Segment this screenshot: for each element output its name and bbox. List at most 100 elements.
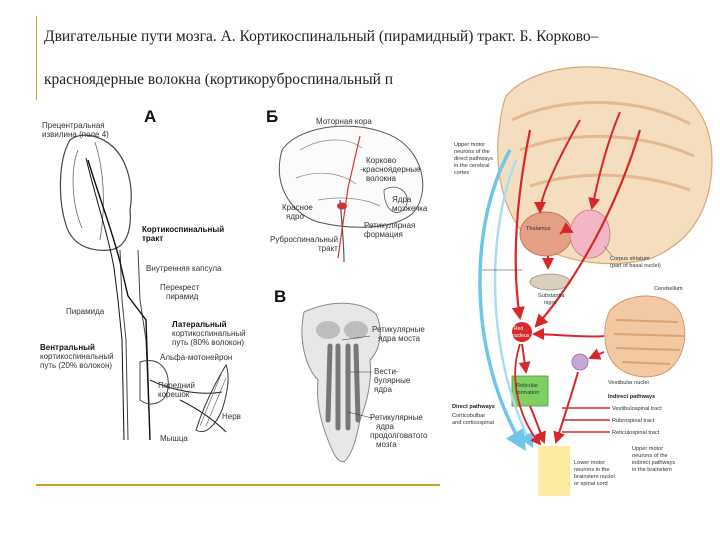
slide-title-line2: красноядерные волокна (кортикоруброспина… — [44, 71, 394, 88]
cerebellum-b — [383, 186, 408, 213]
muscle-fibers — [199, 371, 227, 427]
label-nuclei-b-2: мозжечка — [392, 204, 428, 213]
label-vestibular-3: ядра — [374, 385, 392, 394]
brainstem-tracts — [325, 343, 361, 431]
label-precentral-2: извилина (поле 4) — [42, 130, 109, 139]
label-red-nucleus-2: ядро — [286, 212, 304, 221]
label-muscle: Мышца — [160, 434, 188, 443]
label-cerebellum: Cerebellum — [654, 286, 683, 292]
label-decussation-1: Перекрест — [160, 283, 199, 292]
label-precentral-1: Прецентральная — [42, 121, 105, 130]
panel-v-letter: В — [274, 287, 286, 306]
label-motor-cortex: Моторная кора — [316, 117, 372, 126]
label-indirect-title: Indirect pathways — [608, 394, 655, 400]
label-anterior-horn-2: корешок — [158, 390, 190, 399]
label-internal-capsule: Внутренняя капсула — [146, 264, 222, 273]
label-reticular-pons-1: Ретикулярные — [372, 325, 425, 334]
hemisphere-outline — [59, 134, 132, 251]
vestibular-nuclei-shape — [571, 353, 589, 371]
label-cortico-1: Корково — [366, 156, 397, 165]
nerve-line — [179, 399, 227, 433]
label-umn-ind-3: indirect pathways — [632, 460, 675, 466]
label-red-nucleus-1: Красное — [282, 203, 313, 212]
label-indirect-1: Vestibulospinal tract — [612, 406, 662, 412]
arrow-striatum-thalamus — [559, 222, 574, 235]
leader-striatum — [603, 245, 613, 257]
panel-a-corticospinal: А Прецентральная извилина (поле 4) Корти… — [40, 107, 246, 443]
label-umn-ind-1: Upper motor — [632, 446, 663, 452]
label-reticular-med-2: ядра — [376, 422, 394, 431]
label-vestibular-1: Вести- — [374, 367, 399, 376]
corpus-striatum-shape — [569, 209, 611, 259]
arrow-cortex-red-nucleus — [511, 129, 532, 321]
cerebellum-folia — [613, 319, 685, 365]
label-red-1: Red — [514, 326, 523, 332]
panel-v-brainstem: В Ретикулярные ядра моста Вести- булярны… — [274, 287, 428, 463]
label-direct-title: Direct pathways — [452, 404, 495, 410]
arrow-red-lmn — [514, 343, 542, 446]
label-cortico-2: -красноядерные — [360, 165, 421, 174]
label-reticular-1: Reticular — [516, 383, 538, 389]
spinal-segment — [139, 360, 169, 405]
ventral-tract-line — [85, 157, 125, 441]
red-nucleus-shape — [512, 322, 532, 342]
label-reticular-b-2: формация — [364, 230, 403, 239]
red-nucleus-b — [337, 202, 347, 210]
label-indirect-3: Reticulospinal tract — [612, 430, 660, 436]
label-lmn-1: Lower motor — [574, 460, 605, 466]
panel-b-letter: Б — [266, 107, 278, 126]
label-lmn-3: brainstem nuclei — [574, 474, 615, 480]
label-red-2: nucleus — [512, 333, 530, 339]
label-corticospinal-2: тракт — [142, 234, 163, 243]
label-ventral-3: путь (20% волокон) — [40, 361, 112, 370]
label-rubrospinal-2: тракт — [318, 244, 338, 253]
lower-motor-neurons-shape — [538, 446, 570, 496]
frame-line-top — [36, 16, 37, 100]
label-rubrospinal-1: Руброспинальный — [270, 235, 338, 244]
label-reticular-med-3: продолговатого — [370, 431, 428, 440]
panel-b-corticorubral: Б Моторная кора Корково -красноядерные в… — [266, 107, 428, 263]
label-direct-2: and corticospinal — [452, 420, 494, 426]
label-reticular-2: formation — [516, 390, 539, 396]
label-nerve: Нерв — [222, 412, 241, 421]
label-umn-3: direct pathways — [454, 156, 493, 162]
label-reticular-pons-2: ядра моста — [378, 334, 421, 343]
label-direct-1: Corticobulbar — [452, 413, 485, 419]
label-cortico-3: волокна — [366, 174, 397, 183]
label-pyramid: Пирамида — [66, 307, 105, 316]
label-lmn-4: or spinal cord — [574, 481, 608, 487]
label-alpha-mn: Альфа-мотонейрон — [160, 353, 232, 362]
brainstem-v-leaders — [341, 335, 373, 419]
label-lateral-1: Латеральный — [172, 320, 227, 329]
arrow-cortex-thalamus — [534, 119, 581, 214]
label-vestibular-2: булярные — [374, 376, 411, 385]
label-umn-1: Upper motor — [454, 142, 485, 148]
label-indirect-2: Rubrospinal tract — [612, 418, 655, 424]
label-corticospinal-1: Кортикоспинальный — [142, 225, 224, 234]
label-substantia-2: nigra — [544, 300, 557, 306]
direct-pathway-blue-2 — [493, 159, 534, 449]
label-lateral-3: путь (80% волокон) — [172, 338, 244, 347]
label-substantia-1: Substantia — [538, 293, 565, 299]
label-ventral-2: кортикоспинальный — [40, 352, 114, 361]
label-corpus-1: Corpus striatum — [610, 256, 650, 262]
arrow-cortex-striatum — [588, 111, 621, 210]
label-decussation-2: пирамид — [166, 292, 199, 301]
corticospinal-tract-line — [87, 159, 151, 441]
panel-a-letter: А — [144, 107, 156, 126]
muscle-shape — [195, 363, 229, 432]
label-umn-4: in the cerebral — [454, 163, 489, 169]
arrow-cerebellum-red — [532, 328, 605, 341]
pons-left — [316, 321, 340, 339]
brainstem-v-outline — [301, 302, 381, 463]
label-thalamus: Thalamus — [526, 226, 551, 232]
indirect-legend-lines — [562, 407, 610, 433]
arrow-vestibular-lmn — [553, 371, 579, 444]
cortex-gyri — [511, 101, 695, 192]
label-umn-ind-2: neurons of the — [632, 453, 668, 459]
label-reticular-b-1: Ретикулярная — [364, 221, 415, 230]
direct-pathway-blue-1 — [478, 149, 526, 451]
slide-title-line1: Двигательные пути мозга. А. Кортикоспина… — [44, 28, 599, 45]
label-corpus-2: (part of basal nuclei) — [610, 263, 661, 269]
